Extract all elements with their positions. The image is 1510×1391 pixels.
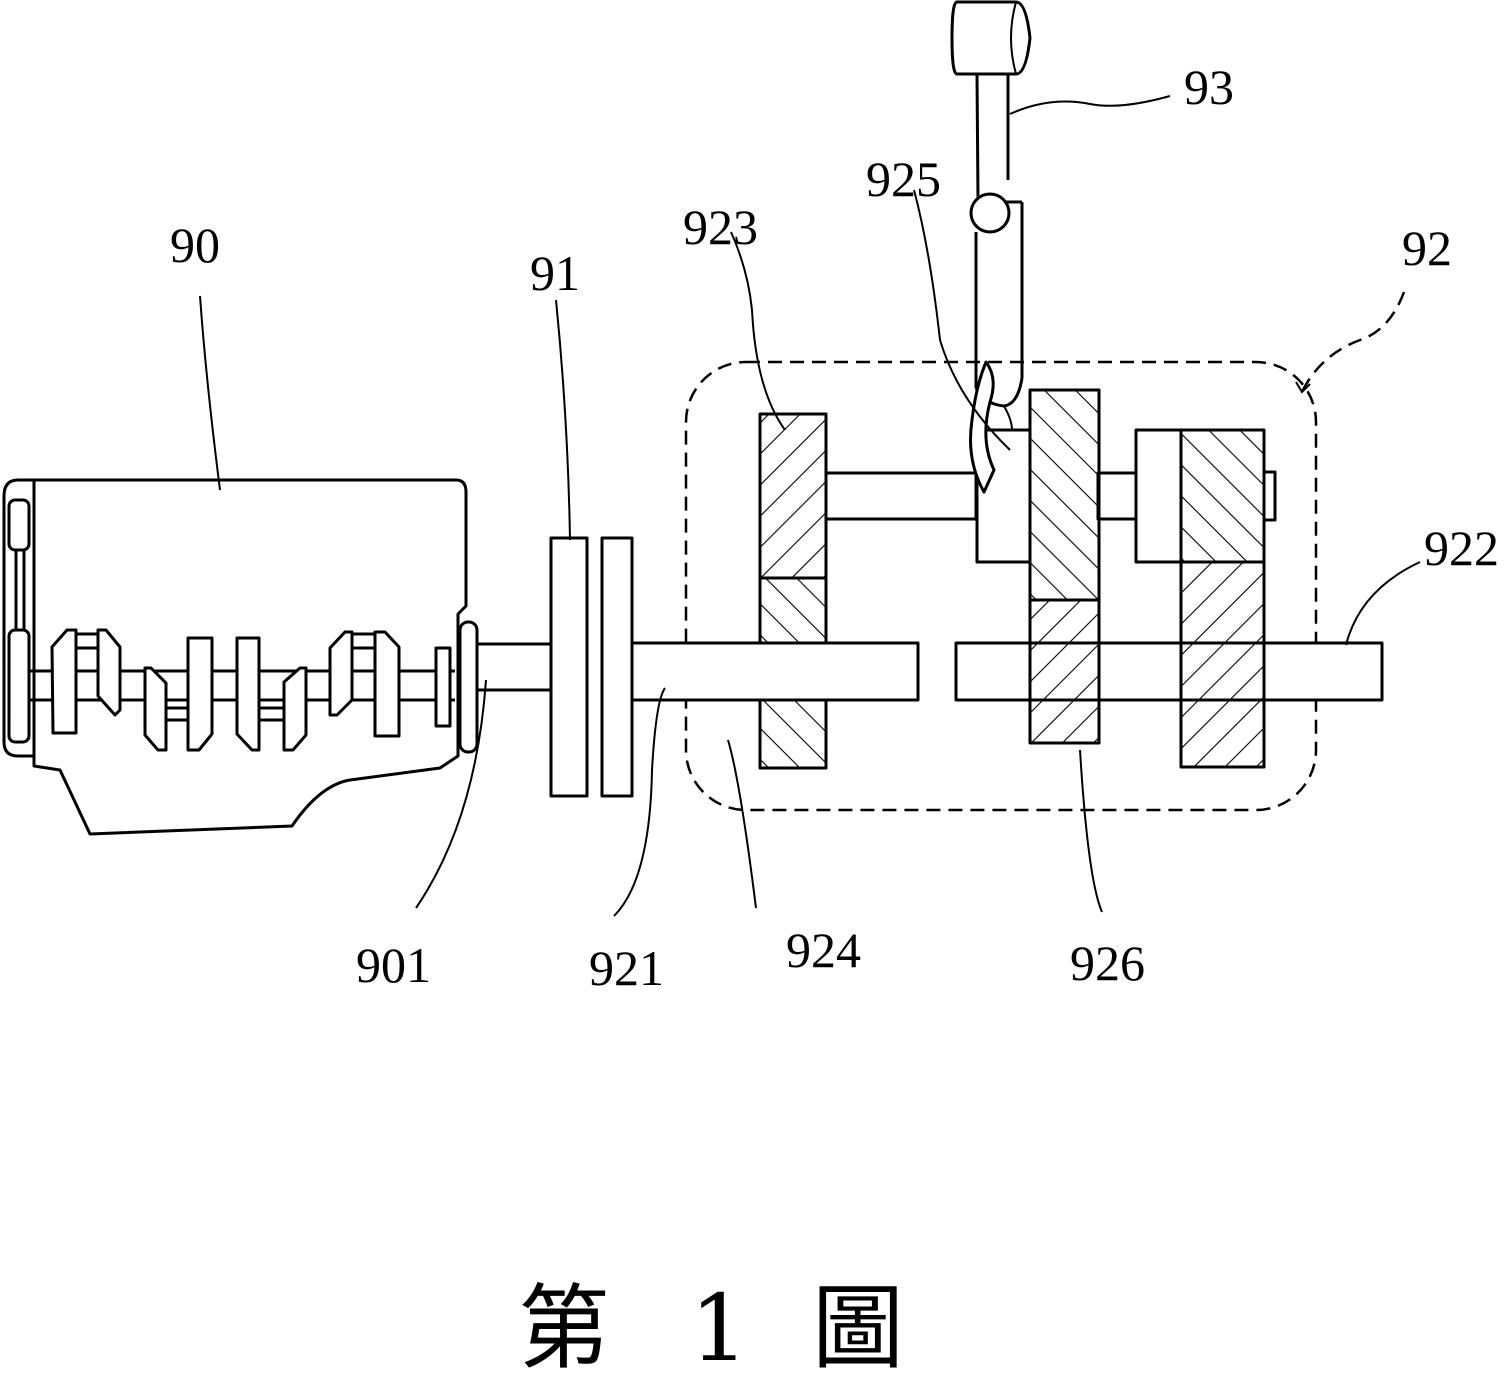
label-926: 926 [1070,935,1145,991]
gear-924 [758,698,828,770]
pivot-ball [969,192,1011,234]
shift-knob [950,0,1032,76]
input-shaft [630,641,920,702]
label-924: 924 [786,922,861,978]
shift-lever [950,0,1032,494]
crank-end-flange [434,646,452,728]
label-92: 92 [1402,220,1452,276]
clutch-plate-gearbox-side [600,536,634,798]
pulley-upper [7,498,31,552]
caption-number: 1 [690,1275,749,1382]
gear-924-upper [758,576,828,645]
pulley-lower [7,628,31,744]
label-90: 90 [170,217,220,273]
right-gear-upper [1179,428,1266,564]
right-gear-lower [1179,560,1266,769]
transmission-housing [684,291,1406,812]
gear-926-upper [1028,388,1101,602]
label-925: 925 [866,151,941,207]
transmission-boundary [684,360,1318,812]
caption-prefix: 第 [518,1275,610,1382]
clutch [549,536,634,798]
label-922: 922 [1424,520,1499,576]
leader-lines [199,95,1421,917]
label-91: 91 [530,245,580,301]
gear-923 [758,412,828,580]
right-hub [1134,428,1183,564]
label-921: 921 [589,940,664,996]
engine-block [2,478,479,836]
gear-926 [1028,598,1101,745]
label-93: 93 [1184,59,1234,115]
output-shaft [954,641,1384,702]
label-901: 901 [356,937,431,993]
shift-fork [969,360,996,494]
right-end-cap [1262,470,1277,522]
caption-suffix: 圖 [812,1275,904,1382]
clutch-plate-engine-side [549,536,589,798]
crankshaft-output-shaft [475,642,553,692]
countershaft-left [824,471,978,521]
label-923: 923 [683,199,758,255]
rear-seal [458,620,479,754]
countershaft-right [1096,471,1138,521]
